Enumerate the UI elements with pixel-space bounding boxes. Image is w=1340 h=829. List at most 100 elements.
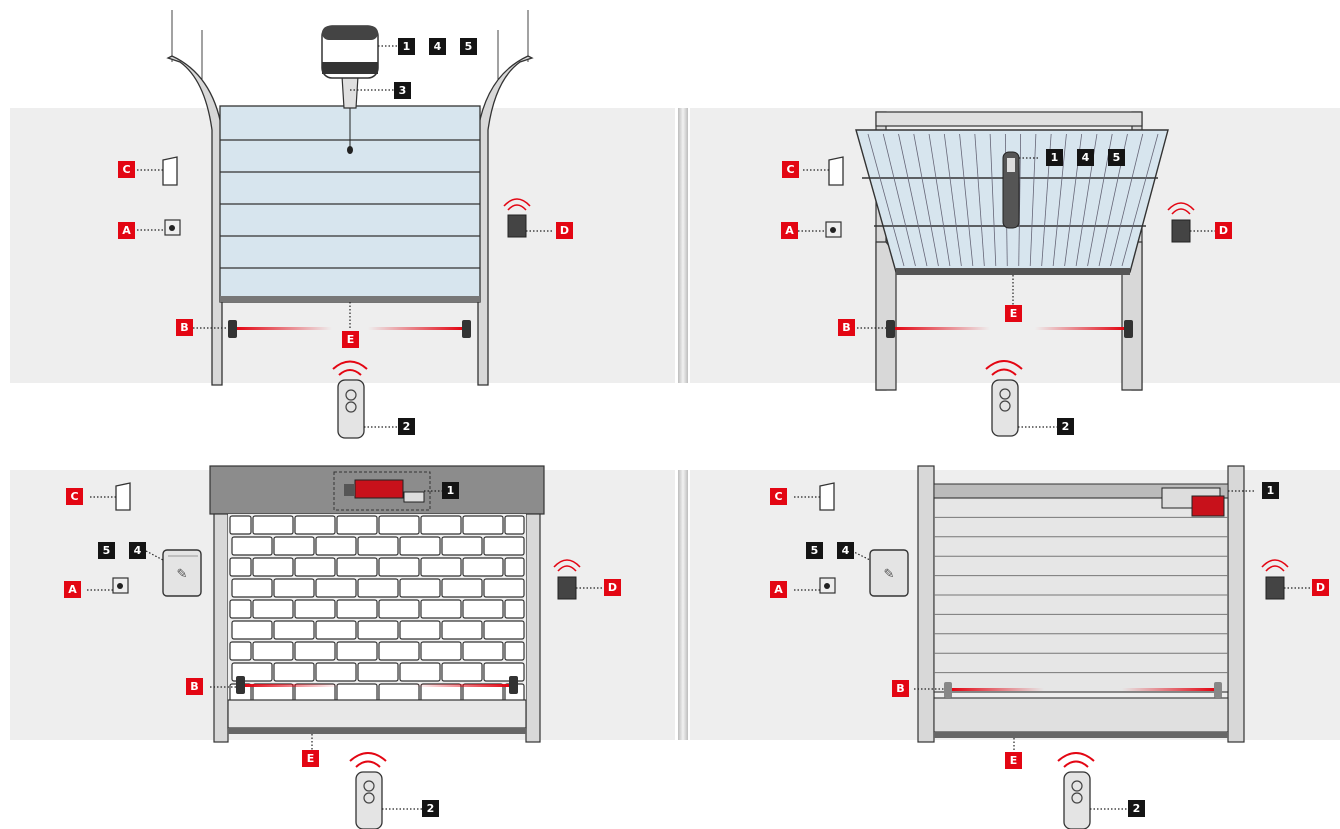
label-2: 2	[1128, 800, 1145, 817]
brick	[230, 516, 251, 534]
brick	[358, 537, 398, 555]
label-a: A	[118, 222, 135, 239]
brick	[232, 621, 272, 639]
label-d: D	[1215, 222, 1232, 239]
brick	[230, 558, 251, 576]
svg-text:✎: ✎	[884, 567, 895, 582]
brick	[379, 684, 419, 702]
label-4: 4	[129, 542, 146, 559]
label-4: 4	[429, 38, 446, 55]
brick	[274, 663, 314, 681]
brick	[253, 600, 293, 618]
label-b: B	[186, 678, 203, 695]
label-e: E	[1005, 305, 1022, 322]
brick	[253, 516, 293, 534]
brick	[253, 558, 293, 576]
label-5: 5	[806, 542, 823, 559]
brick	[232, 579, 272, 597]
brick	[400, 621, 440, 639]
brick	[400, 537, 440, 555]
brick	[253, 642, 293, 660]
label-c: C	[118, 161, 135, 178]
label-b: B	[892, 680, 909, 697]
brick	[379, 516, 419, 534]
svg-text:✎: ✎	[177, 567, 188, 582]
label-2: 2	[422, 800, 439, 817]
divider-pipe-top	[678, 108, 688, 383]
brick	[463, 516, 503, 534]
brick	[484, 621, 524, 639]
label-b: B	[176, 319, 193, 336]
label-c: C	[66, 488, 83, 505]
brick	[358, 663, 398, 681]
brick	[295, 558, 335, 576]
label-a: A	[781, 222, 798, 239]
brick	[463, 642, 503, 660]
brick	[295, 600, 335, 618]
label-1: 1	[1262, 482, 1279, 499]
brick	[230, 600, 251, 618]
brick	[337, 558, 377, 576]
motor-icon	[322, 26, 378, 78]
label-e: E	[342, 331, 359, 348]
brick	[274, 621, 314, 639]
label-5: 5	[98, 542, 115, 559]
brick	[337, 516, 377, 534]
brick	[358, 621, 398, 639]
label-5: 5	[460, 38, 477, 55]
label-b: B	[838, 319, 855, 336]
brick	[505, 516, 524, 534]
brick	[337, 642, 377, 660]
label-1: 1	[398, 38, 415, 55]
label-d: D	[556, 222, 573, 239]
label-c: C	[782, 161, 799, 178]
label-c: C	[770, 488, 787, 505]
brick	[505, 600, 524, 618]
brick	[316, 537, 356, 555]
brick	[442, 621, 482, 639]
brick	[337, 600, 377, 618]
label-2: 2	[398, 418, 415, 435]
brick	[232, 537, 272, 555]
brick	[421, 600, 461, 618]
label-d: D	[1312, 579, 1329, 596]
brick	[442, 579, 482, 597]
label-5: 5	[1108, 149, 1125, 166]
brick	[295, 516, 335, 534]
label-1: 1	[442, 482, 459, 499]
brick	[379, 642, 419, 660]
control-unit-icon: ✎	[163, 550, 201, 596]
brick	[442, 663, 482, 681]
label-1: 1	[1046, 149, 1063, 166]
label-3: 3	[394, 82, 411, 99]
label-d: D	[604, 579, 621, 596]
brick	[358, 579, 398, 597]
brick	[379, 600, 419, 618]
brick	[421, 642, 461, 660]
label-a: A	[64, 581, 81, 598]
brick	[463, 558, 503, 576]
brick	[400, 663, 440, 681]
brick	[316, 663, 356, 681]
brick	[442, 537, 482, 555]
brick	[295, 642, 335, 660]
brick	[484, 537, 524, 555]
brick	[463, 600, 503, 618]
brick	[316, 579, 356, 597]
label-e: E	[302, 750, 319, 767]
brick	[484, 579, 524, 597]
brick	[379, 558, 419, 576]
brick	[316, 621, 356, 639]
brick	[400, 579, 440, 597]
brick	[230, 642, 251, 660]
brick	[505, 558, 524, 576]
brick	[505, 642, 524, 660]
label-4: 4	[837, 542, 854, 559]
brick	[337, 684, 377, 702]
label-e: E	[1005, 752, 1022, 769]
brick	[421, 516, 461, 534]
brick	[274, 537, 314, 555]
brick	[274, 579, 314, 597]
brick	[421, 558, 461, 576]
